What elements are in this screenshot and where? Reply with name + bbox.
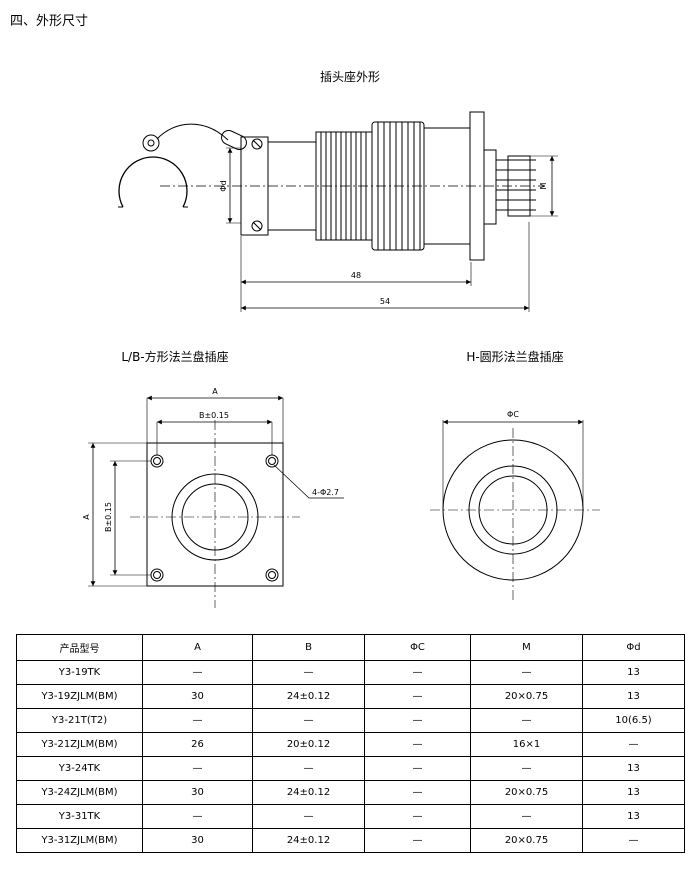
table-cell: — [142, 756, 253, 781]
table-cell: 13 [582, 756, 685, 781]
table-cell: 24±0.12 [252, 780, 365, 805]
table-cell: — [470, 804, 583, 829]
table-cell: — [364, 756, 471, 781]
chain [156, 123, 229, 141]
table-cell: — [142, 804, 253, 829]
table-cell: Y3-31TK [16, 804, 143, 829]
dim-48-label: 48 [351, 271, 361, 280]
table-cell: Y3-21ZJLM(BM) [16, 732, 143, 757]
header-cell: M [470, 634, 583, 661]
table-cell: — [364, 732, 471, 757]
table-cell: Y3-19TK [16, 660, 143, 685]
header-cell: B [252, 634, 365, 661]
header-cell: 产品型号 [16, 634, 143, 661]
table-cell: 13 [582, 684, 685, 709]
table-cell: Y3-21T(T2) [16, 708, 143, 733]
table-cell: Y3-19ZJLM(BM) [16, 684, 143, 709]
header-cell: A [142, 634, 253, 661]
table-cell: — [364, 780, 471, 805]
header-cell: ΦC [364, 634, 471, 661]
table-cell: 20±0.12 [252, 732, 365, 757]
table-cell: — [252, 804, 365, 829]
table-cell: — [364, 708, 471, 733]
table-cell: — [470, 660, 583, 685]
table-cell: — [582, 828, 685, 853]
table-cell: 13 [582, 804, 685, 829]
dim-b-side-label: B±0.15 [104, 502, 113, 532]
dim-54-label: 54 [380, 297, 390, 306]
table-cell: — [364, 828, 471, 853]
table-row: Y3-24TK————13 [16, 756, 685, 781]
table-cell: — [470, 756, 583, 781]
header-cell: Φd [582, 634, 685, 661]
round-view-title: H-圆形法兰盘插座 [466, 350, 564, 364]
table-row: Y3-21T(T2)————10(6.5) [16, 708, 685, 733]
dim-a-top-label: A [212, 387, 218, 396]
clip-eye [142, 134, 160, 152]
table-cell: — [582, 732, 685, 757]
square-flange-drawing [88, 395, 344, 608]
table-cell: — [364, 684, 471, 709]
table-cell: 20×0.75 [470, 828, 583, 853]
table-cell: 20×0.75 [470, 780, 583, 805]
table-cell: 20×0.75 [470, 684, 583, 709]
table-cell: 10(6.5) [582, 708, 685, 733]
dim-b-top-label: B±0.15 [199, 411, 229, 420]
dim-a-side-label: A [82, 514, 91, 520]
table-cell: 30 [142, 684, 253, 709]
square-view-title: L/B-方形法兰盘插座 [121, 350, 229, 364]
clip-ring [118, 156, 188, 208]
table-cell: 16×1 [470, 732, 583, 757]
table-cell: 24±0.12 [252, 684, 365, 709]
table-cell: — [142, 708, 253, 733]
section-title: 四、外形尺寸 [10, 14, 89, 29]
top-view-title: 插头座外形 [319, 70, 380, 84]
dim-c-label: ΦC [507, 410, 519, 419]
drawings: Φd M 48 54 A B±0.15 A B±0.15 4-Φ2.7 [82, 111, 600, 608]
table-cell: — [142, 660, 253, 685]
table-cell: 13 [582, 780, 685, 805]
hole-note-label: 4-Φ2.7 [312, 488, 339, 497]
table-cell: 26 [142, 732, 253, 757]
table-cell: 24±0.12 [252, 828, 365, 853]
dim-d-label: Φd [219, 180, 228, 191]
table-header-row: 产品型号 A B ΦC M Φd [16, 634, 685, 661]
table-cell: — [252, 708, 365, 733]
pins [496, 159, 536, 211]
round-flange-drawing [430, 419, 600, 600]
table-cell: 13 [582, 660, 685, 685]
table-cell: Y3-31ZJLM(BM) [16, 828, 143, 853]
table-cell: 30 [142, 780, 253, 805]
table-cell: — [364, 660, 471, 685]
table-cell: — [364, 804, 471, 829]
table-cell: Y3-24TK [16, 756, 143, 781]
table-row: Y3-19TK————13 [16, 660, 685, 685]
table-cell: Y3-24ZJLM(BM) [16, 780, 143, 805]
dim-m-label: M [539, 182, 548, 189]
table-cell: — [470, 708, 583, 733]
connector-side-drawing [118, 111, 558, 312]
table-row: Y3-31TK————13 [16, 804, 685, 829]
table-cell: 30 [142, 828, 253, 853]
spec-table: 产品型号 A B ΦC M Φd Y3-19TK————13 Y3-19ZJLM… [16, 634, 685, 853]
table-cell: — [252, 660, 365, 685]
table-cell: — [252, 756, 365, 781]
